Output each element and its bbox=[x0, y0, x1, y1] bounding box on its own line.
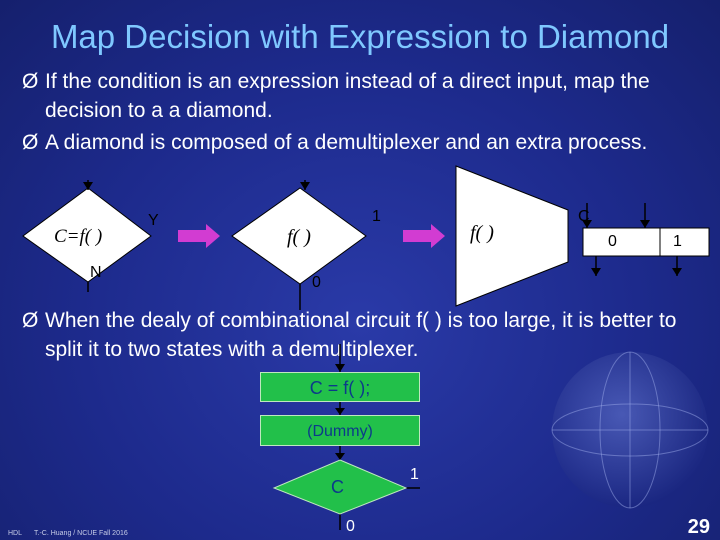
yes-label: Y bbox=[148, 212, 159, 229]
bullet-marker: Ø bbox=[22, 131, 39, 154]
state-two-box: (Dummy) bbox=[260, 415, 420, 446]
decision-label: C=f( ) bbox=[54, 226, 103, 247]
bullet-marker: Ø bbox=[22, 309, 39, 332]
arrow-right-icon bbox=[403, 224, 445, 248]
output-box bbox=[582, 227, 710, 257]
no-label: N bbox=[90, 264, 102, 281]
demux-out-zero: 0 bbox=[608, 233, 617, 250]
demux-label: f( ) bbox=[470, 222, 494, 244]
page-number: 29 bbox=[687, 516, 710, 538]
decision-diamond bbox=[272, 459, 408, 515]
bullet-1-text: If the condition is an expression instea… bbox=[45, 70, 650, 122]
bullet-3: Ø When the dealy of combinational circui… bbox=[22, 306, 702, 364]
branch-one-label: 1 bbox=[372, 208, 381, 225]
bullet-2: Ø A diamond is composed of a demultiplex… bbox=[22, 128, 672, 157]
process-label: f( ) bbox=[287, 226, 311, 248]
bullet-marker: Ø bbox=[22, 70, 39, 93]
bullet-1: Ø If the condition is an expression inst… bbox=[22, 67, 702, 125]
bullet-2-text: A diamond is composed of a demultiplexer… bbox=[45, 131, 648, 154]
branch-zero-label: 0 bbox=[312, 274, 321, 291]
state-two-label: (Dummy) bbox=[307, 423, 373, 440]
footer-author: T.-C. Huang / NCUE Fall 2016 bbox=[34, 530, 128, 537]
demux-shape bbox=[455, 165, 569, 307]
bullet-3-text: When the dealy of combinational circuit … bbox=[45, 309, 677, 361]
bottom-branch-one: 1 bbox=[410, 466, 419, 483]
arrow-right-icon bbox=[178, 224, 220, 248]
slide-title: Map Decision with Expression to Diamond bbox=[50, 18, 670, 55]
state-one-box: C = f( ); bbox=[260, 372, 420, 402]
footer-course: HDL bbox=[8, 530, 23, 537]
demux-select-label: C bbox=[578, 208, 590, 225]
bottom-decision-label: C bbox=[331, 477, 344, 497]
demux-out-one: 1 bbox=[673, 233, 682, 250]
state-one-label: C = f( ); bbox=[309, 378, 371, 398]
bottom-branch-zero: 0 bbox=[346, 518, 355, 535]
